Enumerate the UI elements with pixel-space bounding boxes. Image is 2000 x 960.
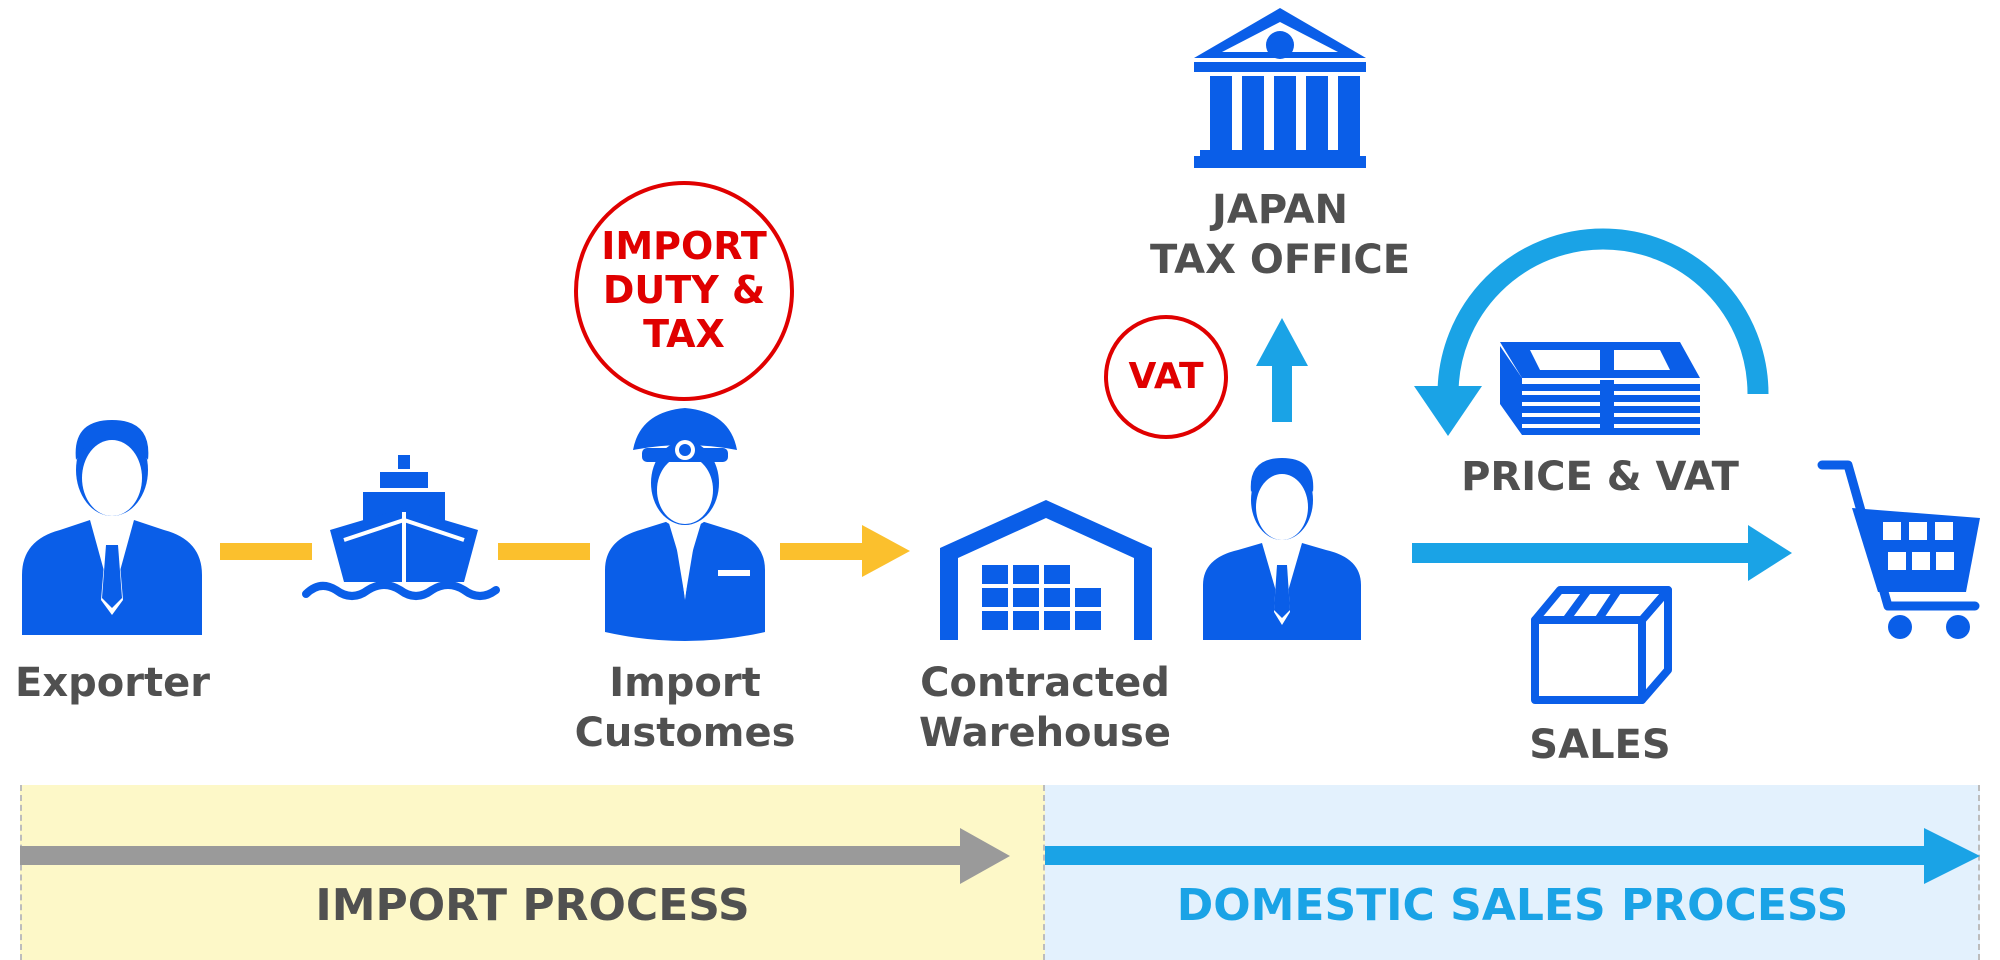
domestic-sales-process-text: DOMESTIC SALES PROCESS	[1176, 880, 1849, 931]
money-icon	[1500, 342, 1700, 435]
import-customs-line2: Customes	[574, 710, 796, 756]
warehouse-line2: Warehouse	[919, 710, 1171, 756]
importer-person-icon	[1203, 456, 1361, 640]
sales-text: SALES	[1529, 722, 1671, 768]
blue-phase-arrow	[1045, 828, 1980, 884]
import-customs-label: Import Customes	[535, 658, 835, 758]
box-icon	[1531, 586, 1672, 704]
import-duty-line2: DUTY &	[602, 268, 766, 313]
tax-office-label: JAPAN TAX OFFICE	[1130, 185, 1430, 285]
price-vat-text: PRICE & VAT	[1461, 454, 1739, 500]
gray-phase-arrow	[20, 828, 1010, 884]
domestic-process-zone	[1045, 785, 1980, 960]
tax-office-line1: JAPAN	[1212, 187, 1348, 233]
vat-text: VAT	[1128, 356, 1204, 398]
ship-icon	[302, 455, 500, 600]
light-blue-arrow	[1412, 525, 1792, 581]
cart-icon	[1817, 460, 1980, 639]
customs-officer-icon	[605, 408, 765, 641]
bank-icon	[1194, 8, 1366, 168]
yellow-arrow	[780, 525, 910, 577]
yellow-dash	[498, 543, 590, 560]
import-duty-line3: TAX	[643, 311, 725, 356]
tax-office-line2: TAX OFFICE	[1149, 237, 1411, 283]
sales-label: SALES	[1500, 720, 1700, 770]
import-process-label: IMPORT PROCESS	[20, 878, 1045, 933]
import-process-zone	[20, 785, 1045, 960]
vat-badge: VAT	[1104, 315, 1228, 439]
warehouse-line1: Contracted	[920, 660, 1170, 706]
import-duty-tax-badge: IMPORT DUTY & TAX	[574, 181, 794, 401]
exporter-text: Exporter	[15, 660, 210, 706]
light-blue-up-arrow	[1256, 318, 1308, 422]
circular-arrow-icon	[1414, 228, 1769, 436]
price-vat-label: PRICE & VAT	[1440, 452, 1760, 502]
exporter-label: Exporter	[0, 658, 225, 708]
warehouse-icon	[940, 500, 1152, 640]
import-duty-line1: IMPORT	[601, 224, 767, 269]
import-process-text: IMPORT PROCESS	[315, 880, 750, 931]
domestic-sales-process-label: DOMESTIC SALES PROCESS	[1045, 878, 1980, 933]
yellow-dash	[220, 543, 312, 560]
exporter-person-icon	[22, 420, 202, 635]
import-customs-line1: Import	[609, 660, 761, 706]
warehouse-label: Contracted Warehouse	[895, 658, 1195, 758]
